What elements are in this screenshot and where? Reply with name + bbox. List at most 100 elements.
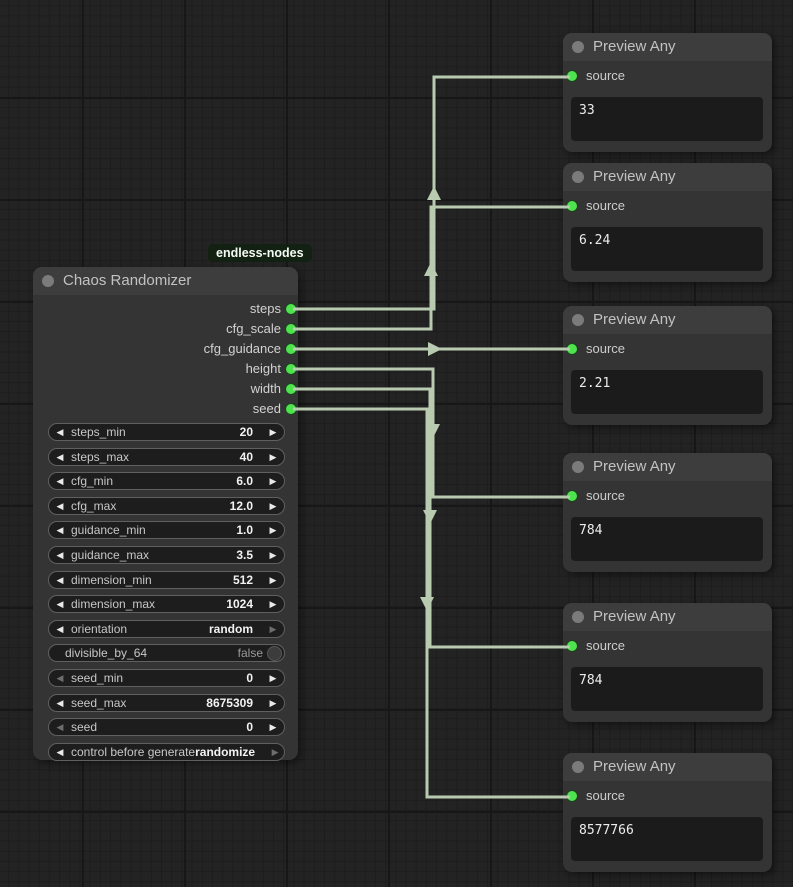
collapse-dot-icon[interactable]	[572, 41, 584, 53]
preview-textbox[interactable]: 6.24	[571, 227, 763, 271]
output-slot-icon[interactable]	[286, 344, 296, 354]
widget-cfg_min[interactable]: ◀ cfg_min 6.0 ▶	[48, 472, 285, 491]
increment-arrow-icon[interactable]: ▶	[271, 746, 279, 757]
collapse-dot-icon[interactable]	[42, 275, 54, 287]
collapse-dot-icon[interactable]	[572, 461, 584, 473]
decrement-arrow-icon[interactable]: ◀	[56, 525, 64, 536]
widget-value: random	[208, 621, 253, 636]
widget-steps_max[interactable]: ◀ steps_max 40 ▶	[48, 447, 285, 466]
widget-seed[interactable]: ◀ seed 0 ▶	[48, 718, 285, 737]
decrement-arrow-icon[interactable]: ◀	[56, 427, 64, 437]
decrement-arrow-icon[interactable]: ◀	[56, 476, 64, 487]
widget-label: orientation	[71, 621, 128, 636]
collapse-dot-icon[interactable]	[572, 314, 584, 326]
node-title-bar[interactable]: Preview Any	[563, 453, 772, 481]
decrement-arrow-icon[interactable]: ◀	[56, 451, 64, 462]
preview-any-node-4[interactable]: Preview Any source 784	[563, 453, 772, 572]
collapse-dot-icon[interactable]	[572, 611, 584, 623]
input-slot-icon[interactable]	[567, 791, 577, 801]
input-row: source	[563, 334, 772, 364]
widget-cfg_max[interactable]: ◀ cfg_max 12.0 ▶	[48, 496, 285, 515]
node-title: Chaos Randomizer	[63, 272, 192, 289]
input-slot-icon[interactable]	[567, 201, 577, 211]
node-title-bar[interactable]: Preview Any	[563, 163, 772, 191]
input-label: source	[586, 788, 626, 803]
increment-arrow-icon[interactable]: ▶	[269, 672, 277, 683]
input-slot-icon[interactable]	[567, 71, 577, 81]
preview-any-node-1[interactable]: Preview Any source 33	[563, 33, 772, 152]
wire-height	[293, 367, 570, 499]
preview-textbox[interactable]: 2.21	[571, 370, 763, 414]
output-slot-icon[interactable]	[286, 404, 296, 414]
preview-textbox[interactable]: 784	[571, 517, 763, 561]
increment-arrow-icon[interactable]: ▶	[269, 500, 277, 511]
collapse-dot-icon[interactable]	[572, 171, 584, 183]
output-slot-icon[interactable]	[286, 304, 296, 314]
input-label: source	[586, 68, 626, 83]
increment-arrow-icon[interactable]: ▶	[269, 623, 277, 634]
output-slot-icon[interactable]	[286, 364, 296, 374]
node-badge-endless-nodes: endless-nodes	[208, 244, 312, 262]
output-slot-icon[interactable]	[286, 324, 296, 334]
widget-dimension_max[interactable]: ◀ dimension_max 1024 ▶	[48, 595, 285, 614]
preview-any-node-6[interactable]: Preview Any source 8577766	[563, 753, 772, 872]
widget-dimension_min[interactable]: ◀ dimension_min 512 ▶	[48, 570, 285, 589]
output-slot-icon[interactable]	[286, 384, 296, 394]
preview-textbox[interactable]: 33	[571, 97, 763, 141]
preview-any-node-5[interactable]: Preview Any source 784	[563, 603, 772, 722]
widget-label: steps_min	[71, 425, 126, 439]
decrement-arrow-icon[interactable]: ◀	[56, 599, 64, 610]
increment-arrow-icon[interactable]: ▶	[269, 427, 277, 437]
wire-width	[293, 387, 570, 649]
decrement-arrow-icon[interactable]: ◀	[56, 746, 64, 757]
input-label: source	[586, 638, 626, 653]
chaos-randomizer-node[interactable]: Chaos Randomizer steps cfg_scale cfg_gui…	[33, 267, 298, 761]
decrement-arrow-icon[interactable]: ◀	[56, 549, 64, 560]
widget-label: divisible_by_64	[65, 646, 148, 661]
widget-seed_max[interactable]: ◀ seed_max 8675309 ▶	[48, 693, 285, 712]
widget-value: 0	[246, 720, 253, 735]
node-title-bar[interactable]: Preview Any	[563, 33, 772, 61]
widget-label: guidance_min	[71, 523, 146, 538]
widget-seed_min[interactable]: ◀ seed_min 0 ▶	[48, 668, 285, 687]
preview-textbox[interactable]: 8577766	[571, 817, 763, 861]
widget-divisible_by_64[interactable]: divisible_by_64 false	[48, 644, 285, 663]
decrement-arrow-icon[interactable]: ◀	[56, 697, 64, 708]
input-slot-icon[interactable]	[567, 491, 577, 501]
output-row: seed	[33, 399, 298, 419]
decrement-arrow-icon[interactable]: ◀	[56, 672, 64, 683]
decrement-arrow-icon[interactable]: ◀	[56, 722, 64, 733]
widget-control-before-generate[interactable]: ◀ control before generate randomize ▶	[48, 742, 285, 761]
decrement-arrow-icon[interactable]: ◀	[56, 574, 64, 585]
input-row: source	[563, 631, 772, 661]
toggle-knob-icon[interactable]	[267, 645, 282, 661]
increment-arrow-icon[interactable]: ▶	[269, 476, 277, 487]
increment-arrow-icon[interactable]: ▶	[269, 451, 277, 462]
widget-guidance_max[interactable]: ◀ guidance_max 3.5 ▶	[48, 545, 285, 564]
preview-any-node-3[interactable]: Preview Any source 2.21	[563, 306, 772, 425]
widget-label: steps_max	[71, 449, 130, 464]
increment-arrow-icon[interactable]: ▶	[269, 574, 277, 585]
increment-arrow-icon[interactable]: ▶	[269, 697, 277, 708]
widget-guidance_min[interactable]: ◀ guidance_min 1.0 ▶	[48, 521, 285, 540]
wire-cfg-scale	[293, 205, 570, 331]
collapse-dot-icon[interactable]	[572, 761, 584, 773]
input-slot-icon[interactable]	[567, 641, 577, 651]
preview-textbox[interactable]: 784	[571, 667, 763, 711]
increment-arrow-icon[interactable]: ▶	[269, 722, 277, 733]
preview-any-node-2[interactable]: Preview Any source 6.24	[563, 163, 772, 282]
decrement-arrow-icon[interactable]: ◀	[56, 623, 64, 634]
node-title-bar[interactable]: Preview Any	[563, 753, 772, 781]
wire-steps	[293, 75, 570, 311]
node-title-bar[interactable]: Preview Any	[563, 306, 772, 334]
increment-arrow-icon[interactable]: ▶	[269, 525, 277, 536]
decrement-arrow-icon[interactable]: ◀	[56, 500, 64, 511]
increment-arrow-icon[interactable]: ▶	[269, 599, 277, 610]
widget-steps_min[interactable]: ◀ steps_min 20 ▶	[48, 423, 285, 441]
node-title-bar[interactable]: Preview Any	[563, 603, 772, 631]
increment-arrow-icon[interactable]: ▶	[269, 549, 277, 560]
input-slot-icon[interactable]	[567, 344, 577, 354]
widget-orientation[interactable]: ◀ orientation random ▶	[48, 619, 285, 638]
node-title-bar[interactable]: Chaos Randomizer	[33, 267, 298, 295]
